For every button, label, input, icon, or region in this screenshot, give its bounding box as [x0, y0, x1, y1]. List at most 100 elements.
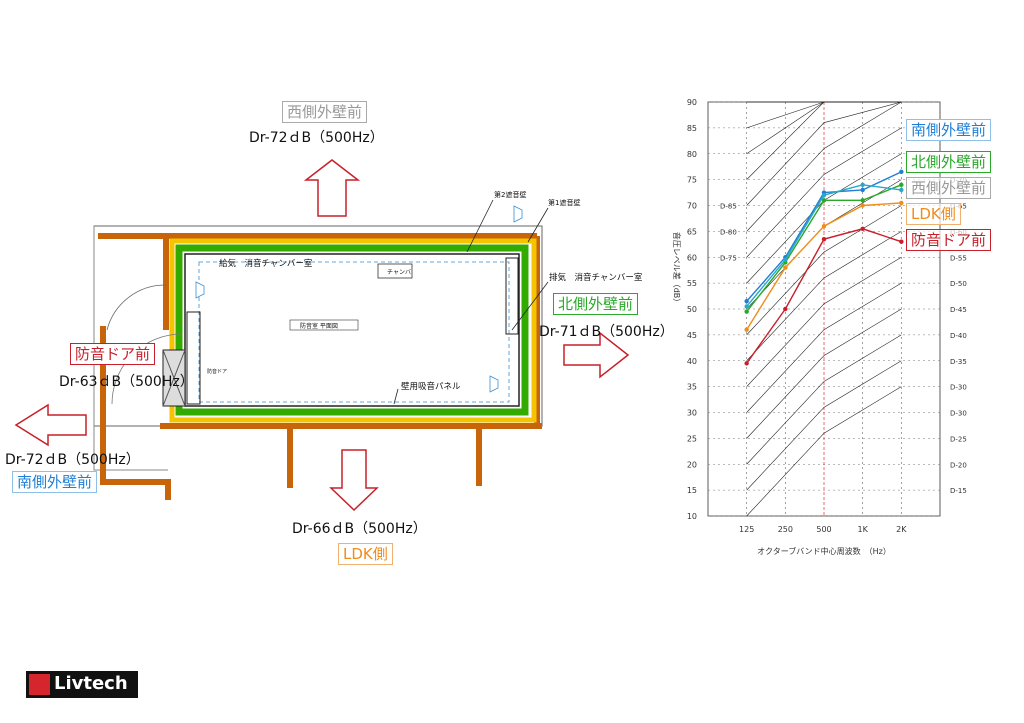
door-swing-arc — [106, 284, 167, 331]
livtech-logo: Livtech — [26, 671, 138, 698]
arrow-south — [14, 403, 87, 447]
y-tick-label: 10 — [687, 512, 697, 521]
y-tick-label: 85 — [687, 124, 697, 133]
series-point — [899, 200, 904, 206]
y-tick-label: 75 — [687, 176, 697, 185]
y-tick-label: 20 — [687, 460, 697, 469]
series-point — [821, 236, 827, 242]
leader-wall2 — [466, 199, 494, 253]
arrow-ldk — [329, 449, 379, 512]
d-curve-label-left: D-80 — [720, 228, 737, 236]
d-curve-line — [746, 256, 902, 387]
d-curve-label-left: D-85 — [720, 203, 737, 211]
wall-panel-label: 壁用吸音パネル — [401, 382, 461, 392]
north-wall-dr: Dr-71ｄB（500Hz） — [539, 324, 674, 340]
x-tick-label: 125 — [739, 525, 754, 534]
y-tick-label: 40 — [687, 357, 697, 366]
d-curve-label: D-25 — [950, 435, 967, 443]
d-curve-label: D-35 — [950, 358, 967, 366]
series-point — [899, 239, 904, 244]
d-curve-label: D-15 — [950, 487, 967, 495]
d-curve-label: D-45 — [950, 306, 967, 314]
arrow-west — [303, 159, 361, 217]
speaker-icon-3 — [489, 375, 499, 393]
wall2-label: 第2遮音壁 — [494, 191, 527, 199]
legend-ldk: LDK側 — [906, 203, 961, 225]
leader-wall1 — [527, 207, 549, 243]
series-point — [860, 182, 865, 187]
y-tick-label: 55 — [687, 279, 697, 288]
y-tick-label: 15 — [687, 486, 697, 495]
series-point — [783, 257, 788, 263]
legend-west: 西側外壁前 — [906, 177, 992, 199]
door-dr: Dr-63ｄB（500Hz） — [59, 374, 194, 390]
d-curve-label: D-40 — [950, 332, 967, 340]
series-point — [899, 187, 904, 193]
d-curve-line — [746, 308, 902, 439]
y-tick-label: 50 — [687, 305, 697, 314]
arrow-north — [563, 331, 630, 379]
y-tick-label: 35 — [687, 383, 697, 392]
south-wall-dr: Dr-72ｄB（500Hz） — [5, 452, 140, 468]
y-tick-label: 65 — [687, 227, 697, 236]
d-curve-label: D-20 — [950, 461, 967, 469]
first-insulation-wall — [175, 244, 529, 416]
series-point — [821, 192, 827, 198]
speaker-icon-2 — [195, 281, 205, 299]
series-point — [744, 304, 749, 309]
series-point — [744, 309, 749, 314]
x-tick-label: 250 — [778, 525, 793, 534]
series-point — [821, 224, 827, 229]
wall1-label: 第1遮音壁 — [548, 199, 581, 207]
d-curve-label: D-30 — [950, 410, 967, 418]
entry-thin-wall — [93, 226, 168, 471]
supply-chamber-label: 給気 消音チャンバー室 — [219, 259, 313, 269]
center-label: 防音室 平面図 — [300, 323, 338, 330]
x-tick-label: 1K — [857, 525, 868, 534]
d-curve-line — [746, 231, 902, 361]
y-tick-label: 45 — [687, 331, 697, 340]
y-tick-label: 30 — [687, 409, 697, 418]
series-point — [860, 187, 865, 193]
exhaust-chamber — [505, 257, 519, 335]
series-point — [860, 198, 865, 203]
logo-mark-icon — [29, 674, 50, 695]
west-wall-tag: 西側外壁前 — [282, 101, 368, 123]
exhaust-chamber-label: 排気 消音チャンバー室 — [549, 273, 643, 283]
x-tick-label: 500 — [816, 525, 831, 534]
d-curve-label: D-55 — [950, 254, 967, 262]
d-curve-label: D-50 — [950, 280, 967, 288]
series-point — [821, 198, 827, 203]
d-curve-line — [746, 205, 902, 336]
leader-panel — [393, 388, 399, 405]
d-curve-line — [746, 334, 902, 465]
y-axis-label: 音圧レベル差（dB） — [672, 232, 682, 307]
ldk-dr: Dr-66ｄB（500Hz） — [292, 521, 427, 537]
x-axis-label: オクターブバンド中心周波数 （Hz） — [757, 546, 891, 556]
series-point — [899, 169, 904, 175]
y-tick-label: 90 — [687, 98, 697, 107]
center-label-box — [289, 319, 359, 331]
series-point — [860, 203, 865, 208]
leader-exhaust — [511, 281, 549, 331]
d-curve-label: D-30 — [950, 384, 967, 392]
north-wall-tag: 北側外壁前 — [553, 293, 639, 315]
west-wall-dr: Dr-72ｄB（500Hz） — [249, 130, 384, 146]
y-tick-label: 80 — [687, 150, 697, 159]
d-curve-line — [746, 282, 902, 413]
supply-chamber — [186, 311, 201, 405]
door-note: 防音ドア — [207, 369, 228, 375]
d-curve-line — [746, 101, 902, 206]
y-tick-label: 60 — [687, 253, 697, 262]
second-insulation-wall — [169, 238, 537, 423]
door-hatch-line-2 — [162, 349, 186, 407]
legend-south: 南側外壁前 — [906, 119, 992, 141]
speaker-icon-1 — [513, 205, 523, 223]
box-label: チャンバ — [387, 269, 411, 276]
d-curve-line — [746, 386, 902, 517]
door-tag: 防音ドア前 — [70, 343, 156, 365]
series-point — [744, 361, 749, 366]
series-point — [744, 299, 749, 304]
